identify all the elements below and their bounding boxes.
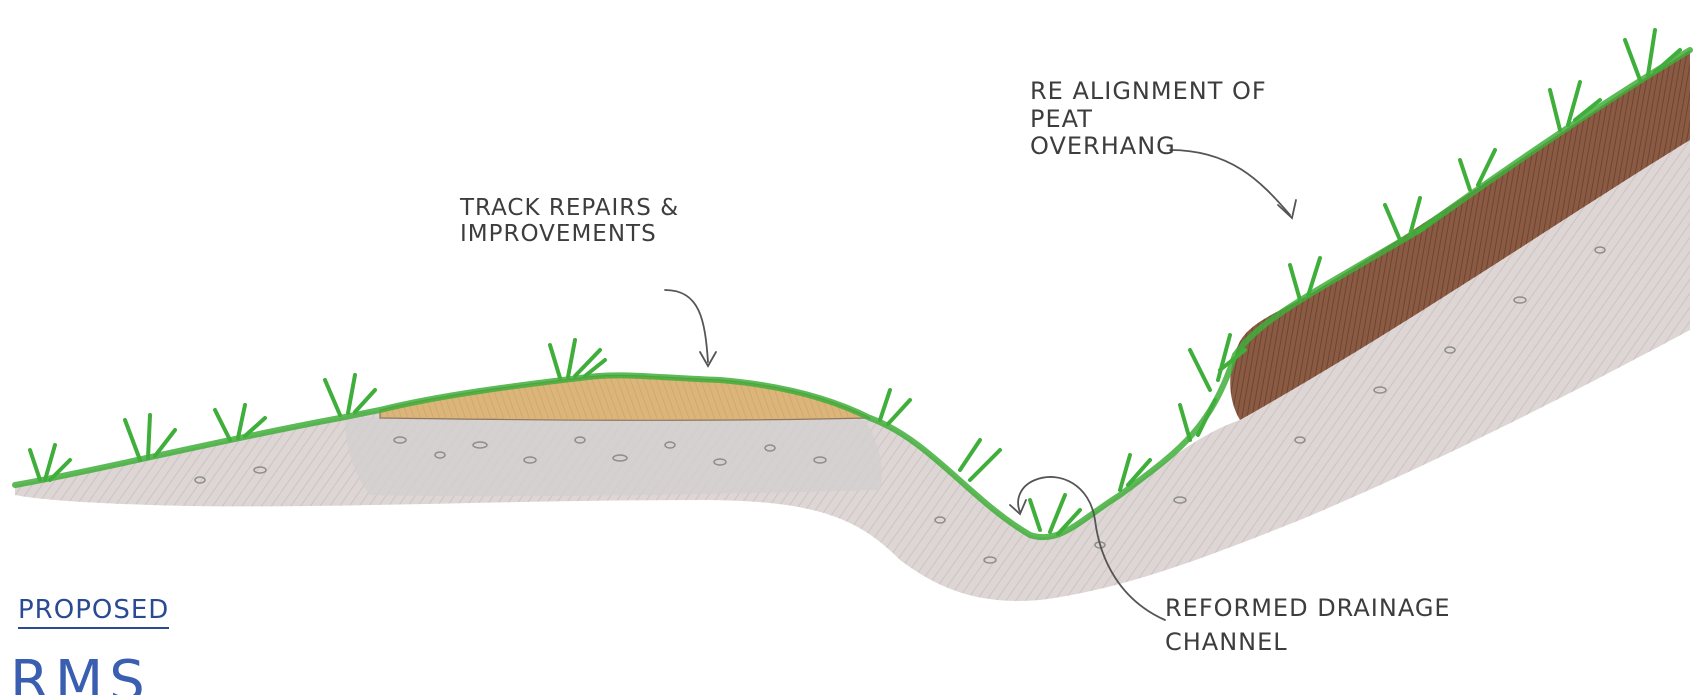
label-drainage-channel: REFORMED DRAINAGE CHANNEL bbox=[1165, 592, 1451, 659]
label-track-repairs: TRACK REPAIRS & IMPROVEMENTS bbox=[460, 195, 679, 248]
label-peat-line-1: RE ALIGNMENT OF bbox=[1030, 78, 1267, 106]
track-leader bbox=[665, 290, 708, 362]
label-peat-line-3: OVERHANG bbox=[1030, 133, 1267, 161]
label-drain-line-1: REFORMED DRAINAGE bbox=[1165, 592, 1451, 626]
label-peat-overhang: RE ALIGNMENT OF PEAT OVERHANG bbox=[1030, 78, 1267, 161]
label-drain-line-2: CHANNEL bbox=[1165, 626, 1451, 660]
label-proposed: PROPOSED bbox=[18, 596, 169, 629]
label-track-line-1: TRACK REPAIRS & bbox=[460, 195, 679, 221]
track-gravel-base bbox=[345, 414, 882, 496]
label-peat-line-2: PEAT bbox=[1030, 106, 1267, 134]
label-track-line-2: IMPROVEMENTS bbox=[460, 221, 679, 247]
subsoil-hatch bbox=[15, 140, 1690, 601]
logo-text: RMS bbox=[10, 650, 151, 695]
